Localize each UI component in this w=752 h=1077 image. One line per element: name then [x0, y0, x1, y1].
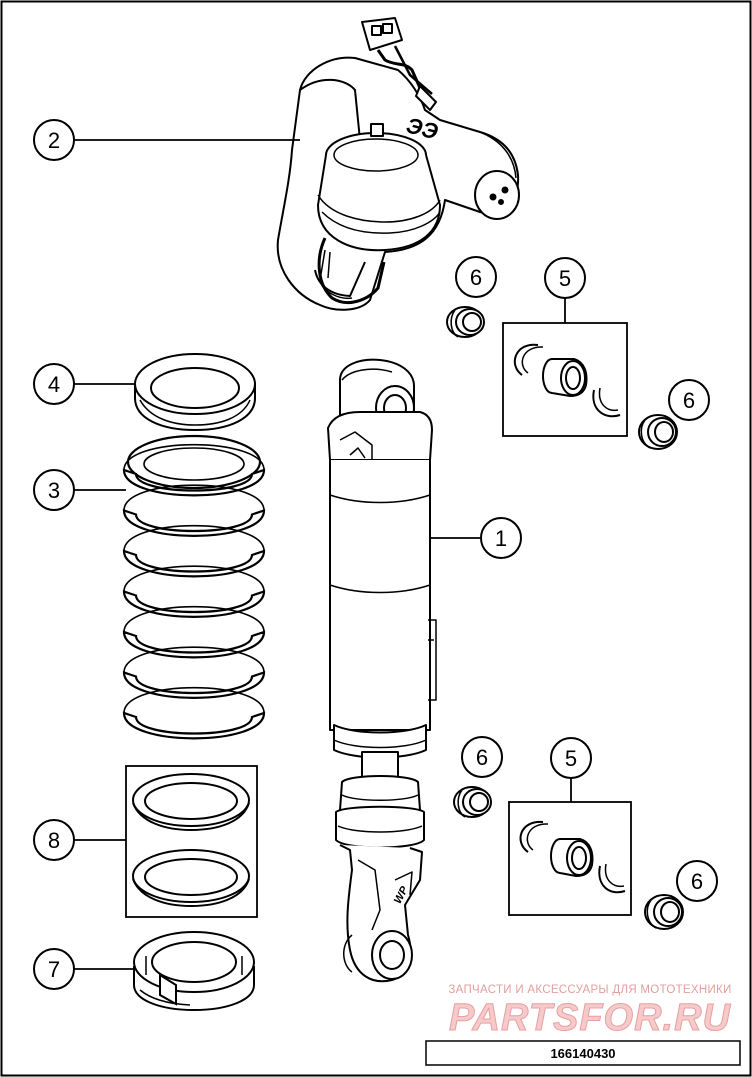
part-6-seal-lower-right: [644, 894, 684, 930]
callout-1: 1: [430, 517, 522, 559]
callout-4: 4: [33, 363, 134, 405]
callout-5a-label: 5: [559, 266, 571, 291]
callout-5-upper: 5: [544, 257, 586, 323]
spring-coil-back: [123, 443, 265, 471]
callout-6-lower-left: 6: [461, 736, 503, 778]
callout-2-label: 2: [48, 128, 60, 153]
callout-7: 7: [33, 948, 134, 990]
callout-4-label: 4: [48, 372, 60, 397]
callout-6b-label: 6: [683, 388, 695, 413]
part-8-shim-kit: [125, 765, 258, 918]
spring-coil-front: [122, 711, 266, 740]
part-2-reservoir: ЭЭ: [276, 17, 520, 311]
callout-5-lower: 5: [550, 737, 592, 802]
part-3-coil-spring: [122, 434, 266, 740]
callout-5b-label: 5: [565, 746, 577, 771]
part-7-split-collar: [133, 931, 255, 1012]
callout-6-upper-right: 6: [668, 379, 710, 421]
callout-8-label: 8: [48, 828, 60, 853]
callout-7-label: 7: [48, 957, 60, 982]
callout-6c-label: 6: [476, 745, 488, 770]
part-4-spring-retainer: [134, 353, 256, 432]
callout-8: 8: [33, 819, 126, 861]
spring-coil-back: [123, 686, 265, 714]
watermark-subtitle: ЗАПЧАСТИ И АКСЕССУАРЫ ДЛЯ МОТОТЕХНИКИ: [448, 984, 731, 996]
callout-6d-label: 6: [691, 869, 703, 894]
spring-top-opening: [143, 447, 245, 481]
spring-coil-back: [123, 605, 265, 633]
spring-coil-back: [123, 484, 265, 511]
spring-coil-back: [123, 565, 265, 592]
part-5-bearing-kit-upper: [502, 322, 628, 437]
spring-coil-back: [123, 646, 265, 673]
diagram-number: 166140430: [550, 1046, 615, 1061]
callout-6-upper-left: 6: [455, 256, 497, 298]
callout-1-label: 1: [495, 526, 507, 551]
spring-coil-back: [123, 524, 265, 552]
part-5-bearing-kit-lower: [508, 801, 632, 916]
diagram-number-box: 166140430: [425, 1040, 741, 1066]
part-6-seal-upper-left: [446, 306, 485, 338]
watermark-brand: PARTSFOR.RU: [449, 997, 731, 1039]
watermark: ЗАПЧАСТИ И АКСЕССУАРЫ ДЛЯ МОТОТЕХНИКИ PA…: [448, 984, 731, 1040]
callout-2: 2: [33, 119, 300, 161]
part-1-shock-absorber: WP: [327, 358, 437, 983]
callout-3-label: 3: [48, 478, 60, 503]
callout-6-lower-right: 6: [676, 860, 718, 902]
callout-3: 3: [33, 469, 126, 511]
part-6-seal-upper-right: [638, 414, 678, 450]
callout-6a-label: 6: [470, 265, 482, 290]
part-6-seal-lower-left: [453, 786, 492, 818]
